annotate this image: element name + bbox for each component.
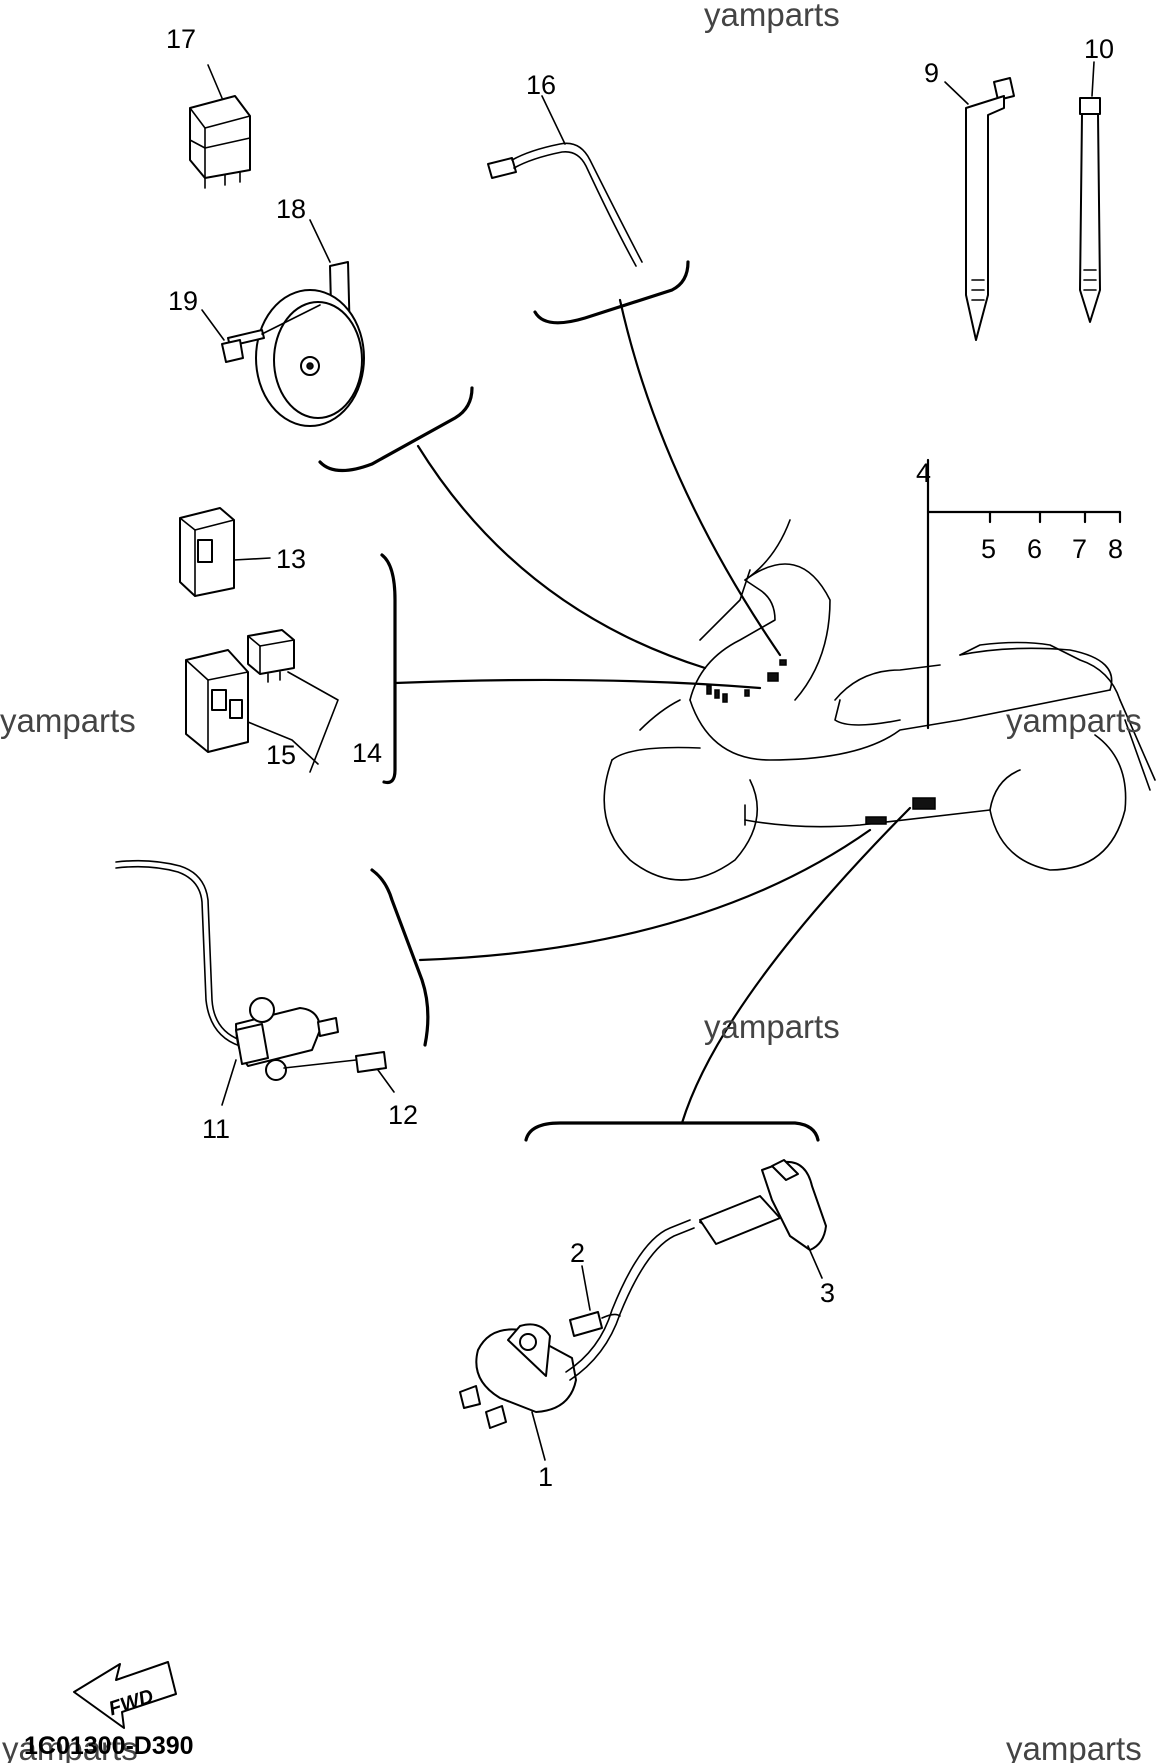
watermark-middle: yamparts [704, 1008, 840, 1045]
callout-18: 18 [276, 194, 306, 224]
plug-cap-part-3 [699, 1159, 827, 1279]
callout-17: 17 [166, 24, 196, 54]
callout-1: 1 [538, 1462, 553, 1492]
sensor-part-11 [115, 859, 339, 1106]
callout-numbers: 1 2 3 4 5 6 7 8 9 10 11 12 13 14 15 16 1… [166, 24, 1123, 1492]
cable-band-part-10 [1079, 61, 1101, 323]
watermark-left: yamparts [0, 702, 136, 739]
callout-8: 8 [1108, 534, 1123, 564]
cable-band-part-9 [944, 77, 1015, 341]
callout-7: 7 [1072, 534, 1087, 564]
callout-9: 9 [924, 58, 939, 88]
relay-part-15 [185, 649, 249, 753]
bolt-part-12 [283, 1051, 395, 1093]
horn-part-18 [255, 219, 365, 427]
group-brackets [318, 260, 820, 1142]
diagram-code: 1C01300-D390 [24, 1732, 194, 1760]
callout-13: 13 [276, 544, 306, 574]
wire-lead-part-16 [487, 95, 643, 267]
callout-19: 19 [168, 286, 198, 316]
callout-2: 2 [570, 1238, 585, 1268]
bolt-part-19 [201, 304, 321, 363]
fwd-arrow-icon: FWD [73, 1661, 177, 1729]
bracket-14-15 [247, 671, 339, 773]
watermark-top: yamparts [704, 0, 840, 33]
leader-lines [393, 298, 1122, 1125]
watermark-right: yamparts [1006, 702, 1142, 739]
callout-12: 12 [388, 1100, 418, 1130]
relay-part-13 [179, 507, 271, 597]
callout-5: 5 [981, 534, 996, 564]
watermark-bottom-left: yamparts [2, 1730, 138, 1763]
motorcycle-outline [603, 519, 1156, 881]
relay-part-14 [247, 629, 295, 683]
callout-6: 6 [1027, 534, 1042, 564]
callout-4: 4 [916, 458, 931, 488]
callout-3: 3 [820, 1278, 835, 1308]
callout-11: 11 [202, 1114, 230, 1144]
relay-part-17 [189, 64, 251, 189]
callout-14: 14 [352, 738, 382, 768]
callout-15: 15 [266, 740, 296, 770]
ignition-coil-part-1 [459, 1211, 747, 1461]
callout-16: 16 [526, 70, 556, 100]
watermark-bottom-right: yamparts [1006, 1730, 1142, 1763]
bolt-part-2 [569, 1265, 621, 1337]
callout-10: 10 [1084, 34, 1114, 64]
